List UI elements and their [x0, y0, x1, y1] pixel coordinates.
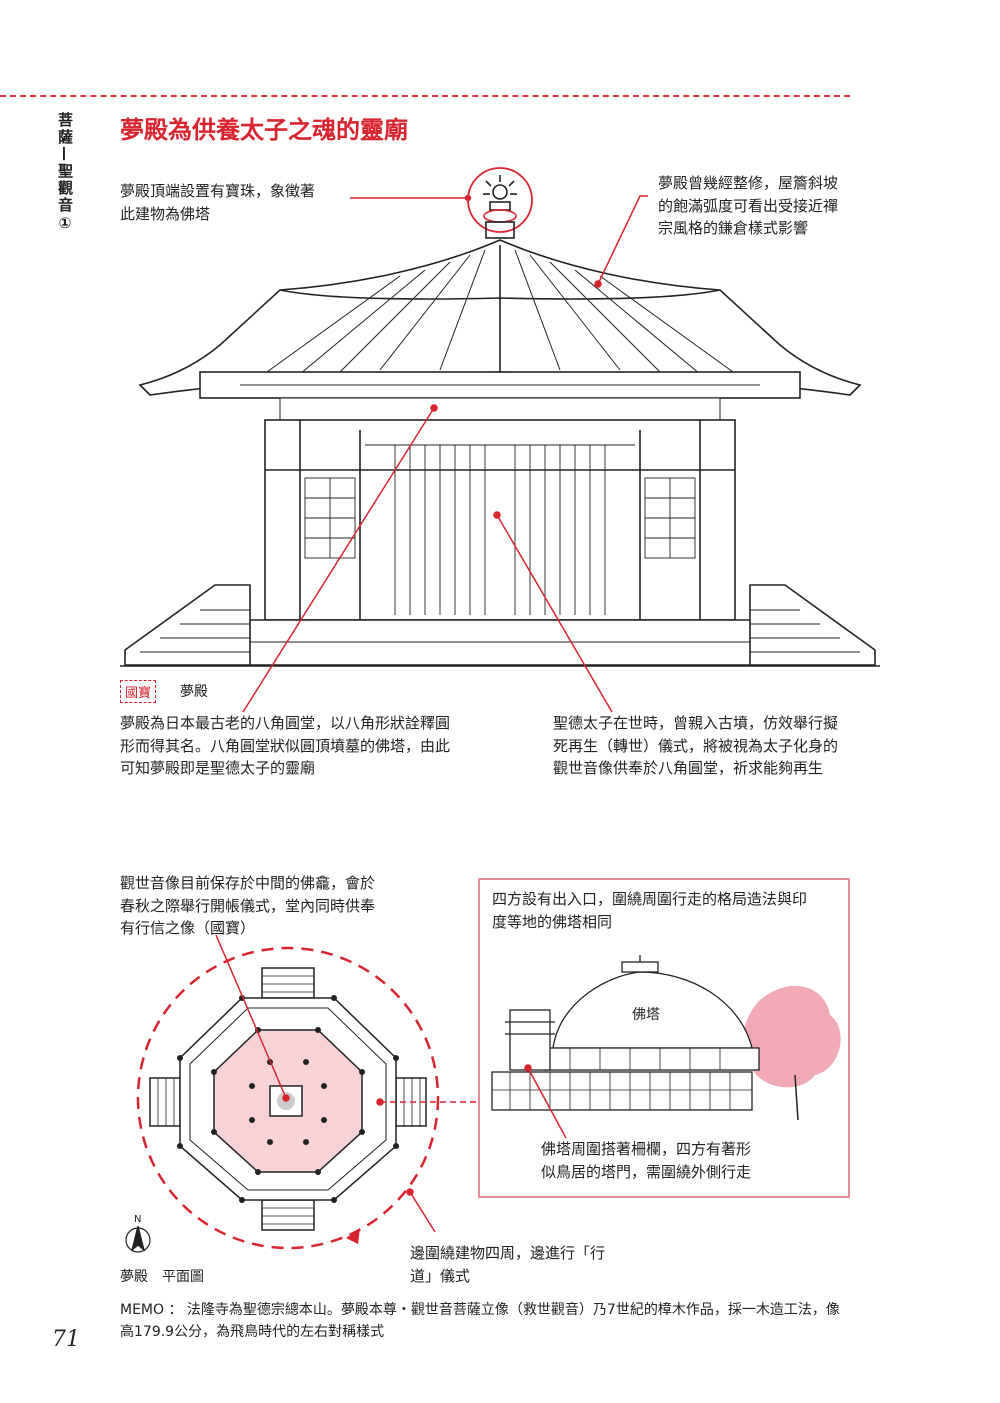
page-title: 夢殿為供養太子之魂的靈廟 — [120, 116, 408, 144]
north-label: N — [134, 1214, 141, 1225]
stair-west — [149, 1077, 181, 1127]
building-name-label: 夢殿 — [180, 684, 208, 700]
note-hoju: 夢殿頂端設置有寶珠，象徵著 此建物為佛塔 — [120, 182, 316, 223]
cherry-tree — [742, 985, 841, 1121]
note-stupa-box: 四方設有出入口，圍繞周圍行走的格局造法與印 度等地的佛塔相同 — [492, 890, 808, 931]
note-kannon: 觀世音像目前保存於中間的佛龕，會於 春秋之際舉行開帳儀式，堂內同時供奉 有行信之… — [120, 874, 376, 937]
chapter-sidebar: 菩薩—聖觀音① — [56, 112, 74, 234]
note-prince: 聖德太子在世時，曾親入古墳，仿效舉行擬 死再生（轉世）儀式，將被視為太子化身的 … — [553, 714, 839, 777]
note-roof: 夢殿曾幾經整修，屋簷斜坡 的飽滿弧度可看出受接近禪 宗風格的鎌倉樣式影響 — [658, 174, 839, 237]
stupa-comparison-box — [478, 878, 850, 1198]
national-treasure-badge: 國寶 — [120, 680, 157, 703]
note-octagon: 夢殿為日本最古老的八角圓堂，以八角形狀詮釋圓 形而得其名。八角圓堂狀似圓頂墳墓的… — [120, 714, 451, 777]
stupa-label: 佛塔 — [632, 1007, 660, 1023]
page-number: 71 — [52, 1327, 80, 1352]
note-stupa-fence: 佛塔周圍搭著柵欄，四方有著形 似鳥居的塔門，需圍繞外側行走 — [541, 1140, 752, 1181]
memo: MEMO ： 法隆寺為聖德宗總本山。夢殿本尊・觀世音菩薩立像（救世觀音）乃7世紀… — [120, 1302, 840, 1340]
note-gyodo: 邊圍繞建物四周，邊進行「行 道」儀式 — [410, 1244, 606, 1285]
top-dashed-rule — [0, 95, 850, 97]
hoju-finial — [483, 175, 517, 239]
north-arrow — [125, 1225, 151, 1253]
plan-caption: 夢殿 平面圖 — [120, 1269, 204, 1285]
